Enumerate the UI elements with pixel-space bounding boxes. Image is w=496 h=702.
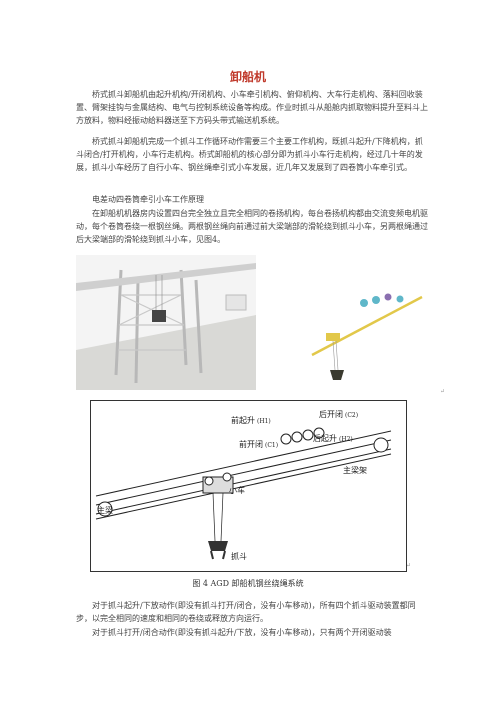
paragraph-mechanisms: 桥式抓斗卸船机完成一个抓斗工作循环动作需要三个主要工作机构，既抓斗起升/下降机构…: [76, 137, 423, 172]
label-rear-hoist-code: (H2): [339, 436, 353, 443]
label-front-hoist-code: (H1): [257, 418, 271, 425]
rope-system-diagram: 前起升 (H1) 后开闭 (C2) 后起升 (H2) 前开闭 (C1) 主梁架 …: [90, 400, 407, 572]
paragraph-principle: 在卸船机机器房内设置四台完全独立且完全相同的卷扬机构，每台卷扬机构都由交流变频电…: [76, 209, 428, 244]
trolley-illustration: [292, 285, 427, 385]
label-front-close-code: (C1): [265, 442, 278, 449]
label-front-hoist: 前起升: [231, 415, 255, 425]
line-break-mark-2: ↵: [406, 562, 412, 569]
paragraph-subheading: 电差动四卷筒牵引小车工作原理: [92, 195, 204, 204]
label-rear-close: 后开闭: [319, 409, 343, 419]
label-grab: 抓斗: [231, 551, 247, 561]
line-break-mark: ↵: [440, 388, 446, 395]
label-front-close: 前开闭: [239, 439, 263, 449]
page-title: 卸船机: [229, 70, 266, 84]
paragraph-intro: 桥式抓斗卸船机由起升机构/开闭机构、小车牵引机构、俯仰机构、大车行走机构、落料回…: [76, 90, 428, 125]
paragraph-open-close-action: 对于抓斗打开/闭合动作(即没有抓斗起升/下放，没有小车移动)，只有两个开闭驱动装: [92, 628, 392, 637]
label-main-girder: 主梁: [97, 505, 113, 515]
label-rear-close-code: (C2): [345, 412, 358, 419]
paragraph-hoist-action: 对于抓斗起升/下放动作(即没有抓斗打开/闭合，没有小车移动)，所有四个抓斗驱动装…: [76, 601, 416, 623]
crane-illustration: [76, 255, 256, 390]
label-rear-hoist: 后起升: [313, 433, 337, 443]
figure-caption: 图 4 AGD 卸船机钢丝绕绳系统: [192, 579, 304, 588]
label-trolley: 小车: [229, 485, 245, 495]
label-main-girder-frame: 主梁架: [343, 465, 367, 475]
